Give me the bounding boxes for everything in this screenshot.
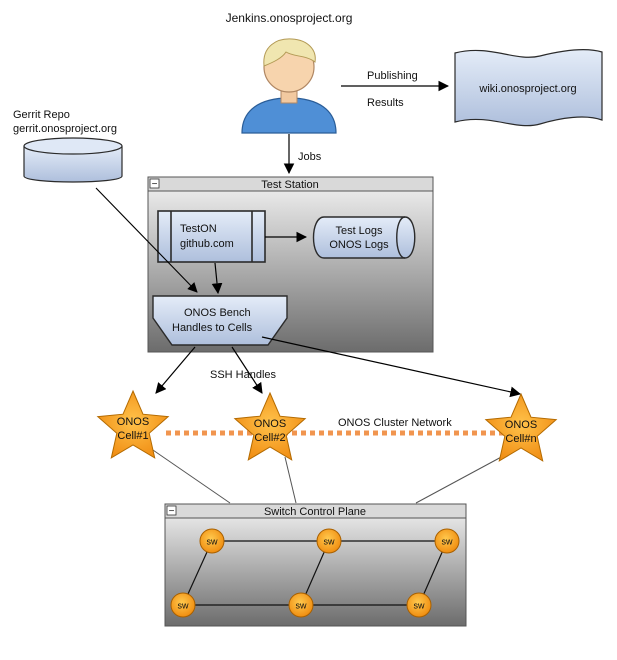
switch-label: sw [178,601,190,611]
switch-node: sw [288,592,314,618]
onos-cells: ONOS Cell#1 ONOS Cell#2 ONOS Cell#n [96,389,558,462]
gerrit-url: gerrit.onosproject.org [13,123,117,135]
gerrit-title: Gerrit Repo [13,109,70,121]
switch-label: sw [296,601,308,611]
test-station-collapse-icon: − [152,179,158,190]
logs-storage: Test Logs ONOS Logs [312,216,416,259]
cell-label: ONOS [254,418,286,430]
cell-label: ONOS [505,419,537,431]
switch-label: sw [414,601,426,611]
teston-url: github.com [180,238,234,250]
cell-label: ONOS [117,416,149,428]
star-icon [233,391,307,461]
switch-circle-icon [199,528,225,554]
switch-node: sw [199,528,225,554]
teston-label: TestON [180,223,217,235]
cell-id-label: Cell#n [505,433,536,445]
teston-to-bench-arrow [211,262,223,295]
test-station-collapse-button[interactable] [149,178,160,189]
cluster-network-label: ONOS Cluster Network [338,417,452,429]
publishing-label: Publishing [367,70,418,82]
switch-node: sw [316,528,342,554]
wiki-label: wiki.onosproject.org [478,83,576,95]
wiki-document: wiki.onosproject.org [454,49,603,127]
star-icon [96,389,170,459]
switch-circle-icon [406,592,432,618]
switch-label: sw [442,537,454,547]
bench-to-celln-arrow [261,336,522,398]
results-label: Results [367,97,404,109]
onos-cell-2: ONOS Cell#2 [233,391,307,461]
switch-label: sw [207,537,219,547]
switch-plane-title: Switch Control Plane [264,506,366,518]
test-logs-label: Test Logs [335,225,383,237]
switch-plane-collapse-button[interactable] [166,505,177,516]
cell-id-label: Cell#2 [254,432,285,444]
cell1-plane-link [149,447,231,504]
jobs-label: Jobs [298,151,322,163]
switch-node: sw [434,528,460,554]
test-station-title: Test Station [261,179,318,191]
cell2-plane-link [284,456,297,504]
bench-to-cell2-arrow [231,346,263,394]
switch-node: sw [406,592,432,618]
switch-circle-icon [316,528,342,554]
celln-plane-link [415,454,506,504]
switch-label: sw [324,537,336,547]
ssh-handles-label: SSH Handles [210,369,277,381]
bench-to-cell1-arrow [155,346,196,394]
switch-circle-icon [434,528,460,554]
bench-label: ONOS Bench [184,307,251,319]
star-icon [484,392,558,462]
onos-bench-box: ONOS Bench Handles to Cells [152,295,288,346]
onos-cell-1: ONOS Cell#1 [96,389,170,459]
jenkins-label: Jenkins.onosproject.org [226,11,353,25]
teston-box: TestON github.com [157,210,266,263]
bench-sublabel: Handles to Cells [172,322,253,334]
gerrit-to-bench-arrow [95,187,198,293]
switch-nodes: sw sw sw sw sw sw [170,528,460,618]
onos-cell-3: ONOS Cell#n [484,392,558,462]
gerrit-database-icon [23,137,123,183]
switch-circle-icon [288,592,314,618]
onos-logs-label: ONOS Logs [329,239,389,251]
switch-plane-collapse-icon: − [169,506,175,517]
cell-id-label: Cell#1 [117,430,148,442]
user-icon [241,38,337,134]
switch-circle-icon [170,592,196,618]
switch-node: sw [170,592,196,618]
